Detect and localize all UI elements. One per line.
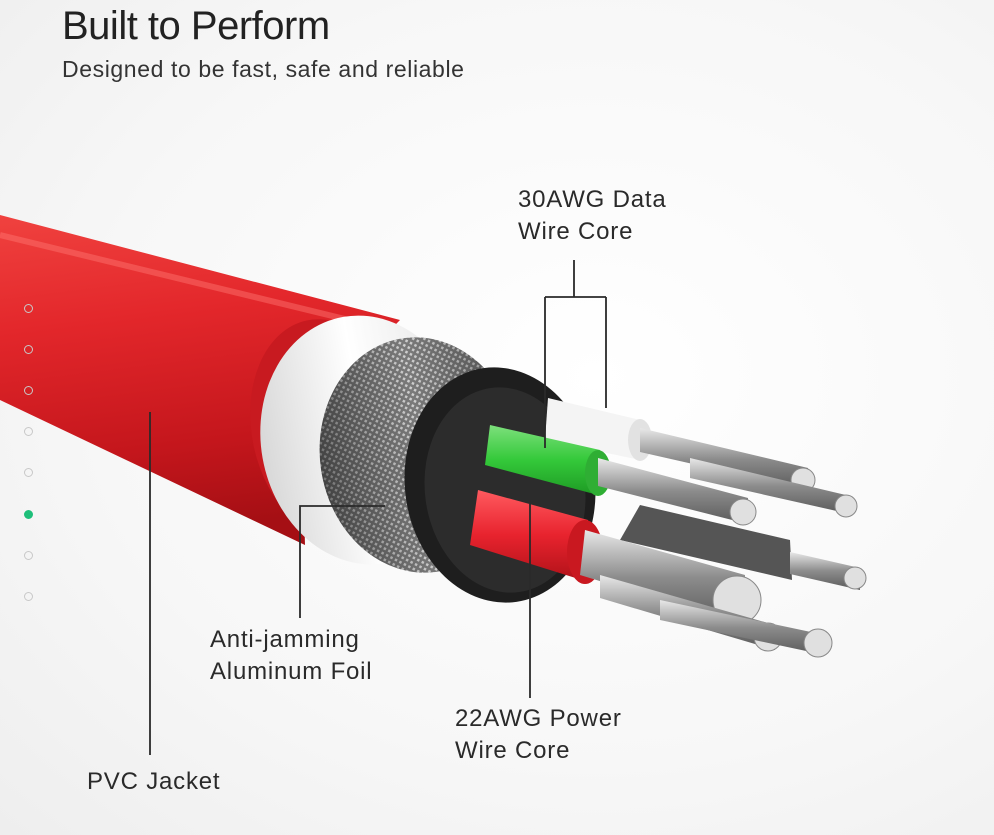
- pager-dot-4[interactable]: [24, 427, 33, 436]
- jacket-callout-line1: PVC Jacket: [87, 768, 221, 795]
- power-core-callout-line1: 22AWG Power: [455, 705, 622, 732]
- pager-dot-7[interactable]: [24, 551, 33, 560]
- page-title: Built to Perform: [62, 4, 330, 48]
- pager-dot-6[interactable]: [24, 510, 33, 519]
- power-core-callout-line2: Wire Core: [455, 737, 571, 764]
- foil-callout: Anti-jamming Aluminum Foil: [210, 624, 372, 688]
- green-data-core: [485, 425, 757, 526]
- pager-dot-1[interactable]: [24, 304, 33, 313]
- data-core-callout: 30AWG Data Wire Core: [518, 184, 667, 248]
- foil-leader: [299, 505, 385, 618]
- callout-lines: [149, 260, 607, 755]
- data-core-leader: [544, 260, 607, 448]
- data-core-callout-line1: 30AWG Data: [518, 186, 667, 213]
- foil-callout-line2: Aluminum Foil: [210, 658, 373, 685]
- data-core-callout-line2: Wire Core: [518, 218, 634, 245]
- foil-callout-line1: Anti-jamming: [210, 626, 360, 653]
- pager-dot-8[interactable]: [24, 592, 33, 601]
- white-data-core: [545, 398, 858, 518]
- pager-dot-3[interactable]: [24, 386, 33, 395]
- black-filler-core: [620, 505, 792, 580]
- red-power-core: [470, 490, 833, 658]
- page-subtitle: Designed to be fast, safe and reliable: [62, 56, 465, 82]
- power-core-callout: 22AWG Power Wire Core: [455, 703, 622, 767]
- jacket-callout: PVC Jacket: [87, 766, 220, 798]
- pager-dot-2[interactable]: [24, 345, 33, 354]
- pager-dot-5[interactable]: [24, 468, 33, 477]
